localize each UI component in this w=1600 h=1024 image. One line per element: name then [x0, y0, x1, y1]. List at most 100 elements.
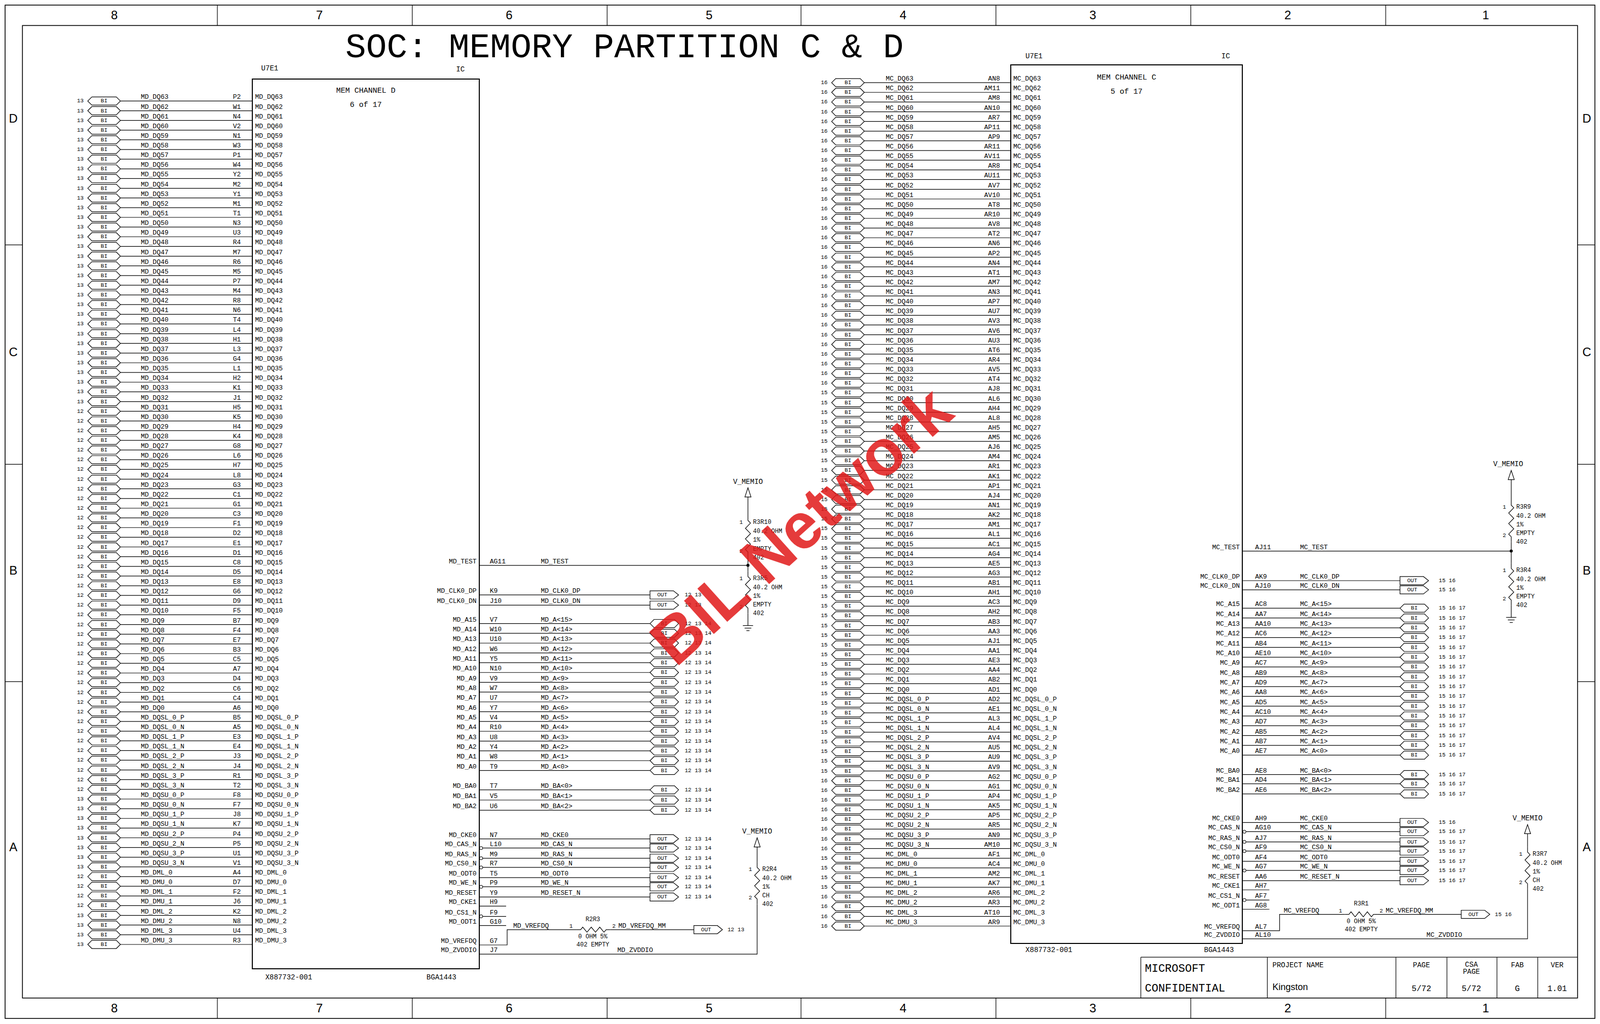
title-block-grid	[1496, 957, 1498, 999]
wire	[479, 929, 577, 945]
pin-number: U4	[233, 927, 242, 935]
pin-number: Y5	[489, 655, 499, 663]
pin-number: U8	[489, 734, 499, 741]
bidir-port-flag	[831, 437, 864, 446]
pin-name: MC_DQSU_0_P	[1013, 773, 1057, 781]
pin-name: MC_DQ21	[1013, 482, 1042, 490]
resistor-symbol	[1344, 911, 1378, 918]
net-name: MD_DQSL_1_P	[140, 733, 185, 741]
bidir-port-flag	[87, 862, 121, 871]
zone-letter: C	[1582, 346, 1591, 359]
sheet-ref: 12	[77, 883, 84, 890]
flag-text: BI	[844, 302, 852, 309]
flag-text: BI	[844, 273, 852, 280]
pin-name: MD_DQ25	[255, 462, 284, 469]
flag-text: BI	[661, 630, 668, 636]
pin-name: MD_DQSU_3_N	[255, 859, 299, 867]
bidir-port-flag	[87, 610, 121, 619]
bidir-port-flag	[1399, 750, 1429, 759]
wire	[1242, 617, 1400, 619]
wire	[479, 896, 651, 898]
net-name: MC_DQ53	[885, 172, 914, 179]
pin-number: AG10	[1254, 824, 1271, 831]
wire	[120, 527, 253, 528]
pin-number: G3	[233, 481, 242, 489]
component-value: 40.2 OHM	[1516, 513, 1546, 520]
wire	[120, 517, 253, 519]
sheet-ref: 13	[77, 931, 84, 938]
flag-text: BI	[844, 254, 852, 260]
net-name: MD_VREFDQ	[513, 922, 549, 930]
bidir-port-flag	[87, 290, 121, 299]
power-rail-label: V_MEMIO	[733, 478, 764, 486]
wire	[120, 507, 253, 509]
sheet-ref: 15	[820, 516, 828, 522]
sheet-ref: 12	[77, 621, 84, 628]
wire	[479, 632, 651, 634]
bidir-port-flag	[87, 717, 121, 726]
pin-number: G8	[233, 442, 242, 450]
pin-name: MD_DQ26	[255, 452, 284, 460]
pin-number: AA3	[987, 628, 1000, 635]
flag-text: BI	[844, 652, 852, 658]
wire	[864, 799, 1011, 800]
ref-designator: R3R9	[1516, 504, 1532, 511]
flag-text: BI	[100, 815, 108, 822]
pin-number: A5	[233, 724, 242, 731]
output-port-flag	[1399, 837, 1429, 847]
pin-number: AP1	[987, 482, 1000, 490]
net-name: MC_RESET_N	[1300, 873, 1340, 881]
bidir-port-flag	[831, 252, 864, 261]
sheet-ref: 13	[77, 185, 84, 192]
pin-number: AG4	[987, 550, 1000, 558]
wire	[864, 315, 1011, 316]
zone-letter: A	[9, 841, 18, 854]
net-name: MC_DQSL_2_P	[885, 734, 930, 742]
wire	[864, 276, 1011, 277]
bidir-port-flag	[87, 436, 121, 445]
pin-name: MD_CLK0_DN	[437, 597, 477, 605]
pin-name: MD_DQ62	[255, 103, 284, 111]
wire	[864, 383, 1011, 384]
field-heading: FAB	[1510, 961, 1524, 969]
output-port-flag	[1399, 576, 1429, 585]
wire	[1510, 604, 1512, 618]
pin-name: MC_DQ34	[1013, 356, 1042, 364]
pin-number: AP4	[987, 792, 1000, 800]
zone-tick	[1190, 5, 1192, 26]
pin-name: MC_A8	[1220, 669, 1240, 677]
bidir-port-flag	[831, 631, 864, 640]
component-value: 1%	[762, 884, 770, 891]
flag-text: BI	[844, 157, 852, 164]
flag-text: BI	[100, 243, 108, 250]
pin-name: MC_A6	[1220, 689, 1240, 696]
bidir-port-flag	[831, 466, 864, 475]
sheet-ref: 15 16 17	[1438, 752, 1466, 758]
bidir-port-flag	[87, 688, 121, 697]
sheet-ref: 12	[77, 757, 84, 764]
net-name: MC_A<7>	[1300, 679, 1328, 687]
pin-number: D5	[233, 568, 242, 576]
sheet-ref: 13	[77, 321, 84, 327]
pin-name: MC_A3	[1220, 718, 1240, 726]
pin-number: N8	[233, 918, 242, 925]
inversion-bubble	[1242, 868, 1246, 872]
wire	[1242, 715, 1400, 716]
pin-number: A7	[233, 665, 242, 673]
net-name: MD_DQSU_2_N	[140, 840, 185, 848]
pin-name: MC_RESET	[1208, 873, 1240, 881]
wire	[1242, 860, 1400, 862]
net-name: MD_DQ32	[140, 394, 169, 402]
pin-name: MC_A13	[1215, 620, 1240, 628]
part-number: X887732-001	[1025, 946, 1073, 954]
flag-text: BI	[844, 147, 852, 154]
ref-designator: U7E1	[1025, 52, 1043, 60]
zone-letter: B	[1582, 564, 1591, 577]
net-name: MD_DML_2	[140, 908, 173, 916]
wire	[864, 411, 1011, 413]
wire	[120, 827, 253, 829]
wire	[1242, 889, 1270, 891]
wire	[120, 498, 253, 499]
pin-name: MC_DQSL_1_N	[1013, 725, 1057, 732]
pin-number: AE7	[1254, 747, 1267, 755]
